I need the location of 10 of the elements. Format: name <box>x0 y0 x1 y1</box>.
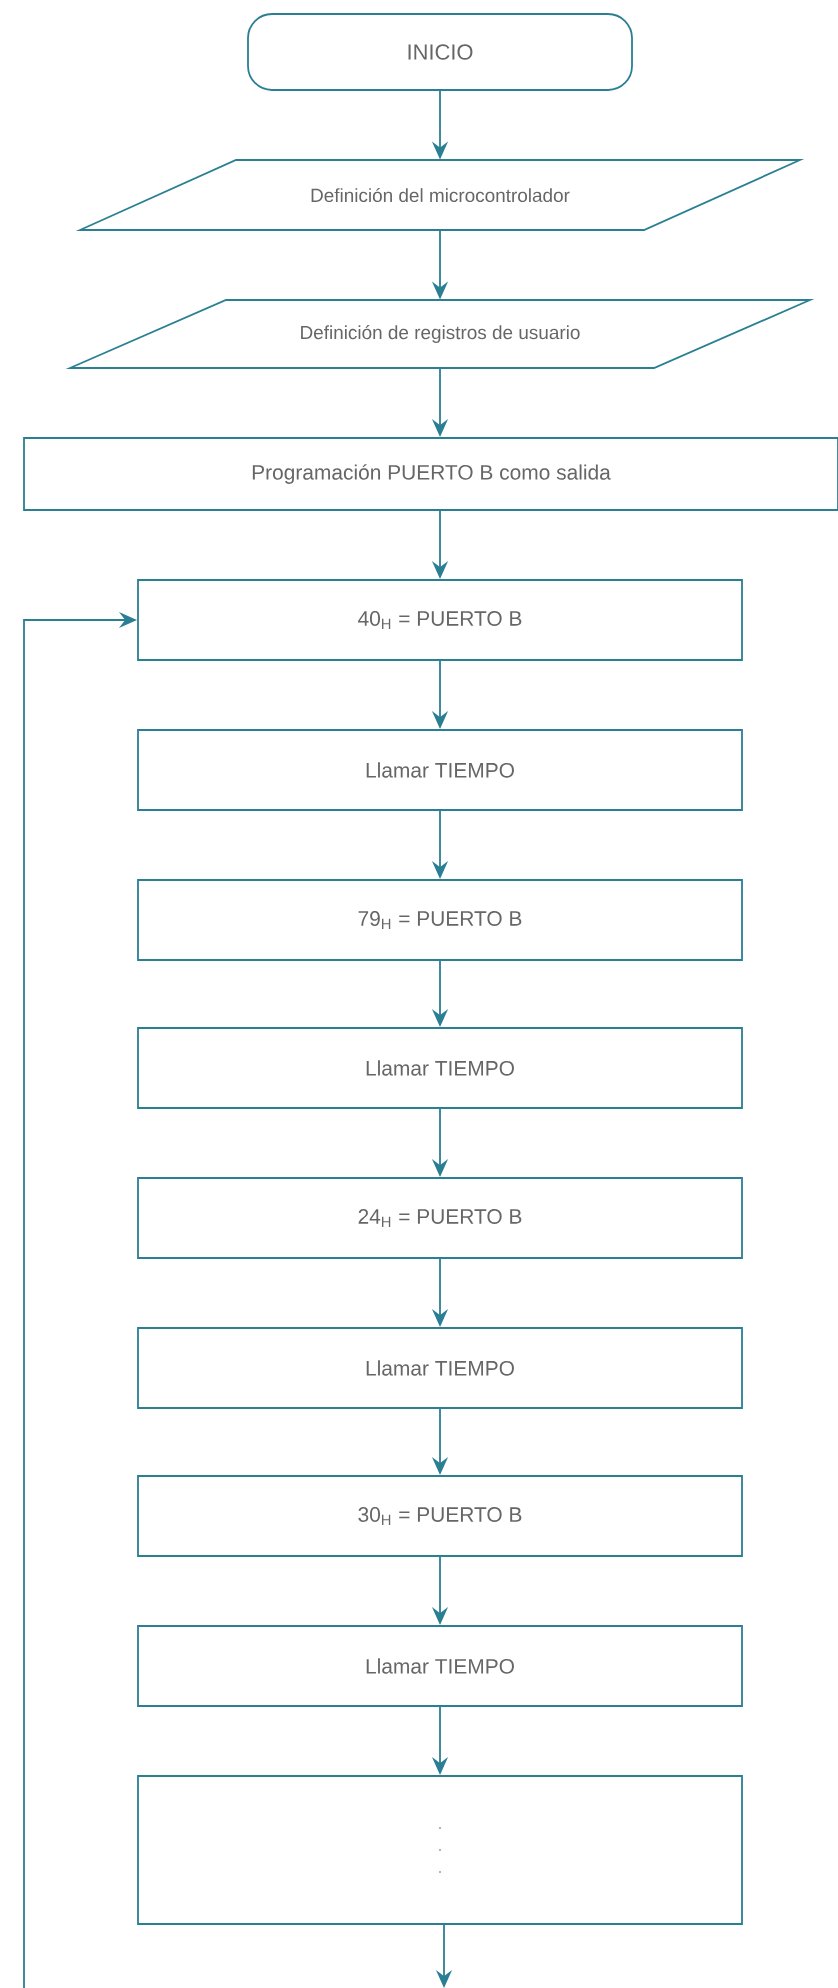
process-box: Llamar TIEMPO <box>137 1027 743 1109</box>
process-box: Llamar TIEMPO <box>137 1625 743 1707</box>
process-box: Llamar TIEMPO <box>137 1327 743 1409</box>
process-box: Llamar TIEMPO <box>137 729 743 811</box>
process-box: 79$_{H}$ = PUERTO B <box>137 879 743 961</box>
terminal-box: INICIO <box>247 13 633 91</box>
process-box: 24$_{H}$ = PUERTO B <box>137 1177 743 1259</box>
process-box: Programación PUERTO B como salida <box>23 437 838 511</box>
process-box: 30$_{H}$ = PUERTO B <box>137 1475 743 1557</box>
process-box: 40$_{H}$ = PUERTO B <box>137 579 743 661</box>
